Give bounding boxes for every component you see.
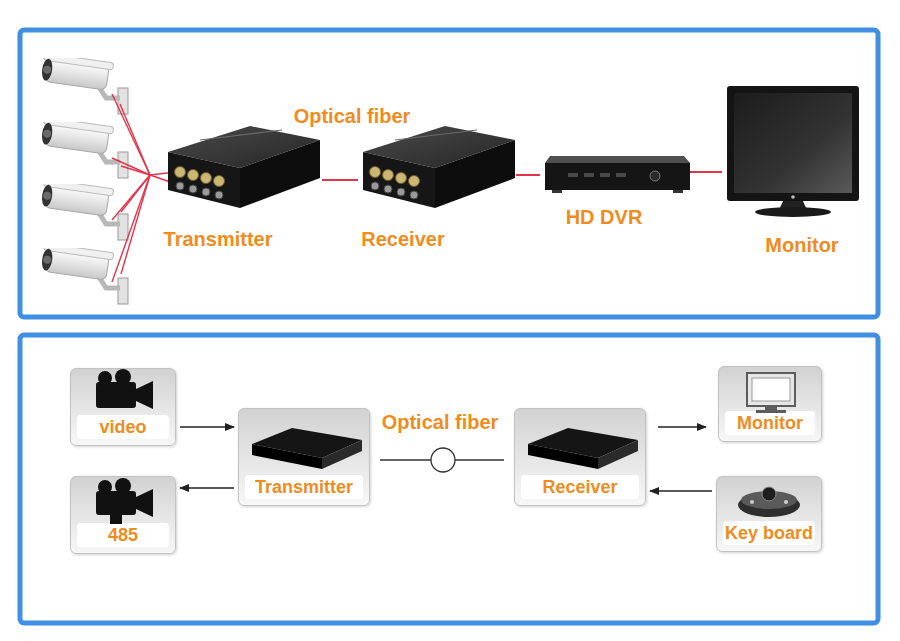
- signal-arrow: [650, 490, 712, 491]
- control-tile: 485: [70, 476, 176, 554]
- signal-arrow: [658, 426, 706, 427]
- video-cable: [690, 171, 722, 173]
- camera-illustration: [41, 179, 128, 240]
- camera-body: [96, 382, 136, 408]
- transmitter-tile: Transmitter: [238, 408, 370, 506]
- camera-cable: [112, 158, 150, 175]
- camera-illustration: [41, 53, 128, 114]
- monitor-bezel: [727, 86, 859, 201]
- dvr-dial: [650, 171, 660, 181]
- transmitter-icon: [252, 428, 362, 469]
- monitor-screen: [734, 93, 852, 193]
- ptz-camera-icon: [96, 478, 153, 524]
- node-label: 485: [77, 523, 169, 547]
- monitor-base: [756, 410, 786, 413]
- panel-frame: [20, 335, 878, 623]
- slab-front: [528, 444, 598, 469]
- dvr-foot: [552, 190, 562, 193]
- dvr-front: [545, 163, 690, 190]
- transmitter-unit: Transmitter: [162, 122, 322, 250]
- keyboard-base: [738, 493, 800, 517]
- monitor-stand: [765, 406, 777, 410]
- monitor-icon: [747, 373, 795, 413]
- slab-top: [528, 428, 638, 458]
- monitor-illustration: [727, 86, 859, 217]
- monitor-glass: [752, 378, 790, 401]
- dvr-button: [600, 173, 610, 177]
- camera-reel: [98, 480, 112, 494]
- slab-top: [252, 428, 362, 458]
- receiver-tile: Receiver: [514, 408, 646, 506]
- camera-cable: [112, 175, 150, 282]
- node-label: Receiver: [361, 228, 444, 250]
- receiver-unit: Receiver: [358, 122, 516, 250]
- monitor-tile: Monitor: [718, 366, 822, 442]
- keyboard-top: [741, 491, 797, 509]
- transmitter-illustration: [168, 126, 320, 208]
- edge-label: Optical fiber: [382, 411, 499, 434]
- slab-front: [252, 444, 322, 469]
- dvr-button: [616, 173, 626, 177]
- camera-lens: [136, 489, 153, 517]
- camera-cable: [121, 166, 150, 175]
- camera-reel: [98, 371, 112, 385]
- source-tile: video: [70, 368, 176, 446]
- camera-cable: [112, 94, 150, 175]
- slab-side: [598, 440, 638, 469]
- fiber-link: [322, 179, 358, 181]
- signal-arrow: [180, 426, 234, 427]
- camera-lens: [136, 381, 153, 409]
- camera-cable: [121, 175, 150, 274]
- node-label: Receiver: [521, 475, 639, 499]
- camera-body: [96, 491, 136, 515]
- monitor-logo: [791, 195, 795, 199]
- signal-arrow: [180, 487, 234, 488]
- receiver-icon: [528, 428, 638, 469]
- receiver-illustration: [363, 126, 515, 208]
- camera-illustration: [41, 117, 128, 178]
- node-label: HD DVR: [566, 206, 643, 228]
- joystick: [762, 487, 776, 501]
- dvr-button: [584, 173, 594, 177]
- node-label: Key board: [723, 521, 815, 545]
- fiber-coupler: [431, 448, 455, 472]
- monitor-unit: Monitor: [722, 82, 862, 256]
- node-label: Transmitter: [245, 475, 363, 499]
- fiber-link: [380, 459, 504, 460]
- edge-label: Optical fiber: [294, 105, 411, 128]
- monitor-base: [755, 207, 831, 217]
- video-cable: [516, 174, 540, 176]
- camera-reel: [115, 478, 131, 494]
- panel-frame: [20, 30, 878, 317]
- keyboard-button: [750, 500, 754, 504]
- node-label: Transmitter: [164, 228, 273, 250]
- dvr-top: [545, 156, 690, 163]
- camera-stand: [110, 515, 122, 524]
- camera-cable: [112, 175, 150, 220]
- keyboard-tile: Key board: [716, 476, 822, 552]
- keyboard-button: [784, 500, 788, 504]
- dvr-illustration: [545, 156, 690, 193]
- camera-reel: [115, 369, 131, 385]
- dvr-unit: HD DVR: [540, 150, 690, 228]
- video-camera-icon: [96, 369, 153, 409]
- monitor-frame: [747, 373, 795, 406]
- dvr-foot: [673, 190, 683, 193]
- camera-cable: [121, 175, 150, 212]
- camera-cables: [112, 94, 176, 282]
- dvr-button: [568, 173, 578, 177]
- node-label: Monitor: [765, 234, 838, 256]
- slab-side: [322, 440, 362, 469]
- keyboard-icon: [738, 487, 800, 517]
- node-label: Monitor: [725, 411, 815, 435]
- node-label: video: [77, 415, 169, 439]
